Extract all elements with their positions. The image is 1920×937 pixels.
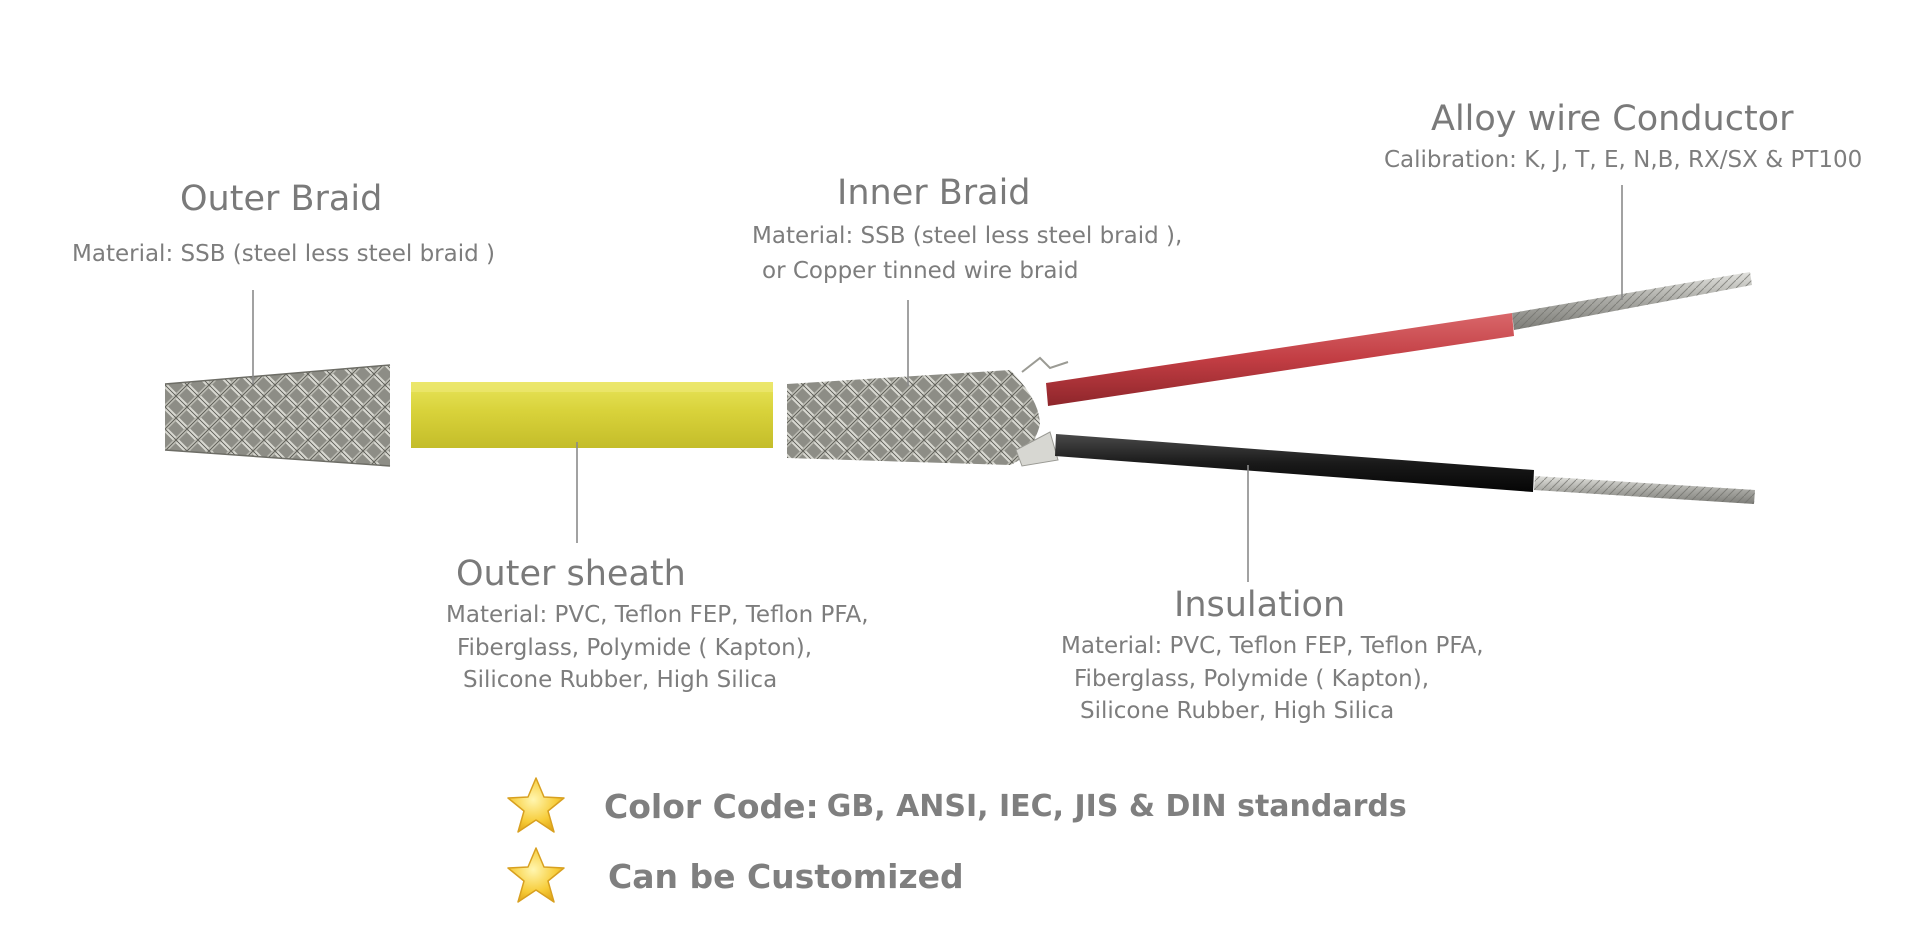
feature-customizable: Can be Customized	[505, 845, 964, 907]
outer-braid-segment	[164, 364, 391, 467]
color-code-label: Color Code:	[604, 786, 819, 826]
inner-braid-material: Material: SSB (steel less steel braid ),	[752, 222, 1183, 249]
insulation-material-line-1: Material: PVC, Teflon FEP, Teflon PFA,	[1061, 632, 1484, 659]
leader-lines	[252, 185, 1623, 582]
inner-braid-alternative: or Copper tinned wire braid	[762, 257, 1079, 284]
insulation-callout: Insulation Material: PVC, Teflon FEP, Te…	[1061, 584, 1484, 730]
insulation-title: Insulation	[1174, 585, 1346, 625]
alloy-conductor-title: Alloy wire Conductor	[1431, 99, 1794, 139]
customizable-label: Can be Customized	[608, 856, 964, 896]
color-code-value: GB, ANSI, IEC, JIS & DIN standards	[826, 788, 1407, 824]
black-insulated-wire	[1055, 434, 1755, 504]
inner-braid-callout: Inner Braid Material: SSB (steel less st…	[752, 172, 1182, 285]
red-insulated-wire	[1046, 272, 1752, 406]
outer-sheath-material-line-2: Fiberglass, Polymide ( Kapton),	[457, 634, 813, 661]
outer-braid-material: Material: SSB (steel less steel braid )	[72, 240, 496, 267]
outer-sheath-material-line-1: Material: PVC, Teflon FEP, Teflon PFA,	[446, 601, 869, 628]
insulation-material-line-2: Fiberglass, Polymide ( Kapton),	[1074, 665, 1430, 692]
outer-braid-callout: Outer Braid Material: SSB (steel less st…	[72, 178, 495, 269]
outer-sheath-segment	[411, 382, 773, 448]
outer-sheath-material-line-3: Silicone Rubber, High Silica	[463, 667, 778, 694]
insulation-material-line-3: Silicone Rubber, High Silica	[1080, 698, 1395, 725]
outer-sheath-callout: Outer sheath Material: PVC, Teflon FEP, …	[446, 553, 869, 699]
inner-braid-title: Inner Braid	[837, 173, 1031, 213]
feature-color-code: Color Code: GB, ANSI, IEC, JIS & DIN sta…	[505, 775, 1407, 837]
alloy-conductor-callout: Alloy wire Conductor Calibration: K, J, …	[1384, 98, 1862, 175]
alloy-conductor-calibration: Calibration: K, J, T, E, N,B, RX/SX & PT…	[1384, 146, 1863, 173]
outer-sheath-title: Outer sheath	[456, 554, 686, 594]
inner-braid-segment	[787, 356, 1069, 467]
outer-braid-title: Outer Braid	[180, 179, 383, 219]
star-icon	[507, 847, 565, 903]
star-icon	[507, 777, 565, 833]
